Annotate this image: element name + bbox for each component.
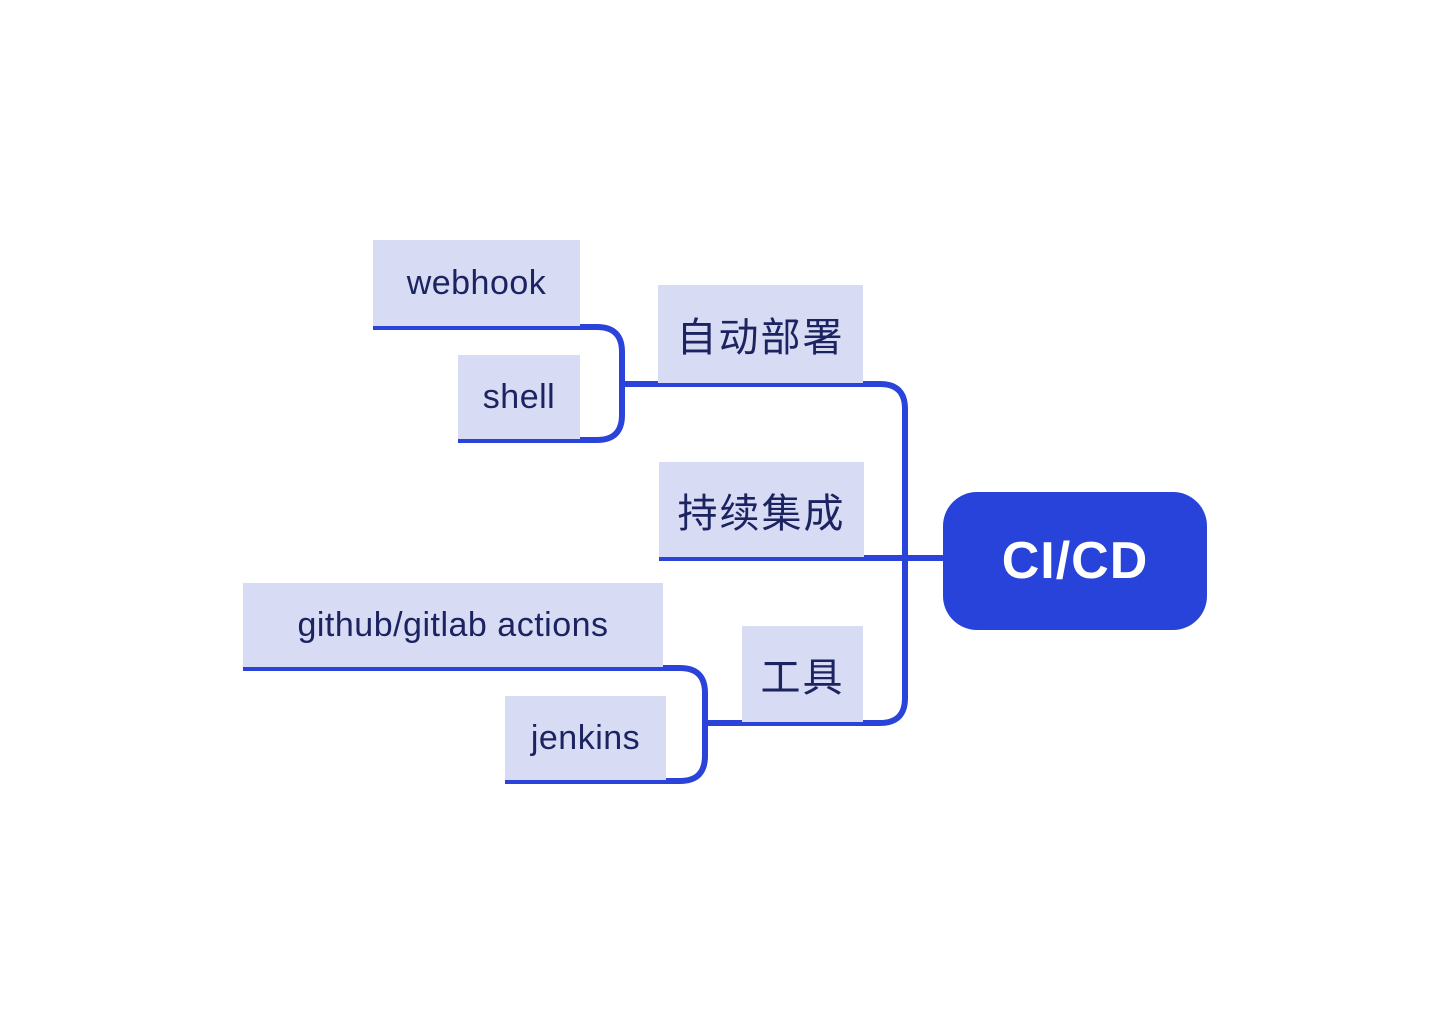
node-tools[interactable]: 工具 <box>742 626 863 722</box>
node-continuous-integration[interactable]: 持续集成 <box>659 462 864 557</box>
node-shell[interactable]: shell <box>458 355 580 439</box>
node-auto-deploy[interactable]: 自动部署 <box>658 285 863 383</box>
node-jenkins[interactable]: jenkins <box>505 696 666 780</box>
node-webhook[interactable]: webhook <box>373 240 580 326</box>
root-node-cicd[interactable]: CI/CD <box>943 492 1207 630</box>
node-github-gitlab-actions[interactable]: github/gitlab actions <box>243 583 663 667</box>
